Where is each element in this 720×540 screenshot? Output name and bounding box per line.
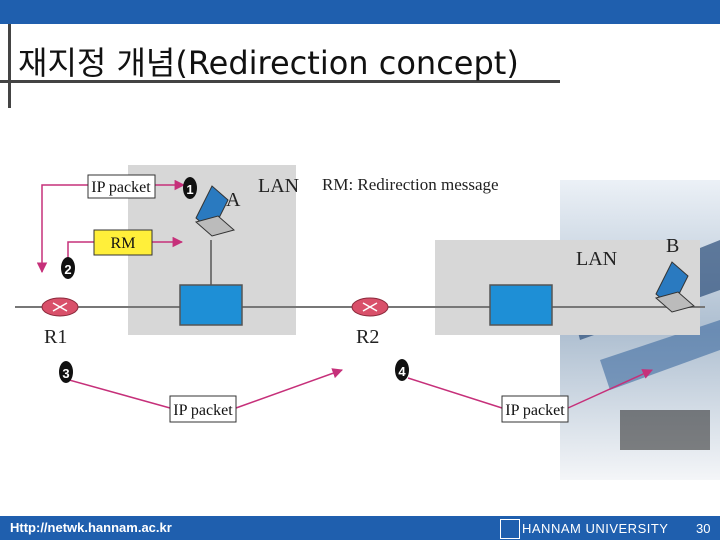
- step-1-badge: 1: [183, 177, 197, 199]
- router-r2-label: R2: [356, 326, 379, 348]
- lan-right-label: LAN: [576, 248, 617, 270]
- router-r1-icon: [41, 297, 79, 317]
- footer-url: Http://netwk.hannam.ac.kr: [10, 520, 172, 535]
- ip-packet-label-3: IP packet: [173, 402, 233, 419]
- arrow-r1-rm: [67, 241, 94, 262]
- svg-text:1: 1: [186, 182, 193, 197]
- redirection-diagram: IP packet RM IP packet IP packet 1 2 3 4…: [15, 165, 705, 423]
- slide-title: 재지정 개념(Redirection concept): [18, 44, 519, 82]
- arrow-ip-packet-to-r1: [36, 184, 88, 274]
- legend-text: RM: Redirection message: [322, 175, 499, 194]
- switch-left: [179, 284, 243, 326]
- step-3-badge: 3: [59, 361, 73, 383]
- ip-packet-box-3: [169, 395, 237, 423]
- router-r2-icon: [351, 297, 389, 317]
- svg-text:2: 2: [64, 262, 71, 277]
- header-bar: [0, 0, 720, 24]
- router-r1-label: R1: [44, 326, 67, 348]
- ip-packet-label-1: IP packet: [91, 179, 151, 196]
- lan-left-label: LAN: [258, 175, 299, 197]
- ip-packet-box-1: [87, 174, 156, 199]
- lan-right-area: [435, 240, 700, 335]
- laptop-a-icon: [194, 185, 236, 237]
- ip-packet-label-4: IP packet: [505, 402, 565, 419]
- host-b-label: B: [666, 235, 679, 257]
- step-4-badge: 4: [395, 359, 409, 381]
- ip-packet-box-4: [501, 395, 569, 423]
- title-vertical-rule: [8, 24, 11, 108]
- page-number: 30: [696, 521, 711, 536]
- rm-box: [93, 229, 153, 256]
- footer-university: HANNAM UNIVERSITY: [522, 521, 669, 536]
- svg-text:3: 3: [62, 366, 69, 381]
- title-underline: [0, 80, 560, 83]
- arrow-step3: [61, 370, 342, 409]
- svg-text:4: 4: [398, 364, 406, 379]
- host-a-label: A: [226, 189, 241, 211]
- arrow-step4: [407, 370, 652, 409]
- university-logo-icon: [500, 519, 520, 539]
- step-2-badge: 2: [61, 257, 75, 279]
- rm-label: RM: [111, 235, 136, 252]
- switch-right: [489, 284, 553, 326]
- laptop-b-icon: [654, 261, 696, 313]
- footer-bar: Http://netwk.hannam.ac.kr HANNAM UNIVERS…: [0, 516, 720, 540]
